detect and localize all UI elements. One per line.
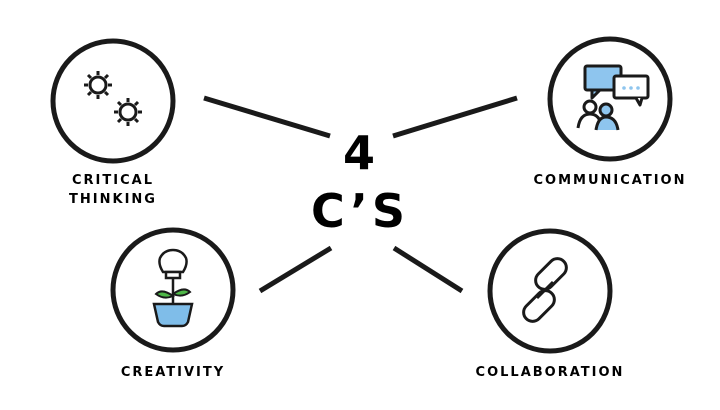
- connector-collaboration: [392, 245, 464, 294]
- collaboration-node: [487, 228, 613, 354]
- label-collaboration: COLLABORATION: [470, 363, 630, 382]
- label-line: COLLABORATION: [475, 365, 625, 380]
- label-line: COMMUNICATION: [533, 173, 687, 188]
- label-line: CRITICAL: [72, 173, 154, 188]
- chain-link-icon: [522, 257, 568, 323]
- label-communication: COMMUNICATION: [530, 171, 690, 190]
- connector-creativity: [258, 245, 333, 294]
- communication-node: [547, 36, 673, 162]
- creativity-node: [110, 227, 236, 353]
- label-critical-thinking: CRITICAL THINKING: [53, 171, 173, 209]
- lightbulb-plant-icon: [152, 248, 194, 328]
- connector-critical-thinking: [203, 95, 331, 139]
- label-line: THINKING: [69, 192, 157, 207]
- chat-people-icon: [576, 64, 650, 131]
- critical-thinking-node: [50, 38, 176, 164]
- label-creativity: CREATIVITY: [113, 363, 233, 382]
- connector-communication: [392, 95, 518, 139]
- center-title: C’S: [310, 184, 410, 238]
- center-number: 4: [342, 126, 377, 180]
- gears-icon: [84, 71, 142, 126]
- label-line: CREATIVITY: [120, 365, 226, 380]
